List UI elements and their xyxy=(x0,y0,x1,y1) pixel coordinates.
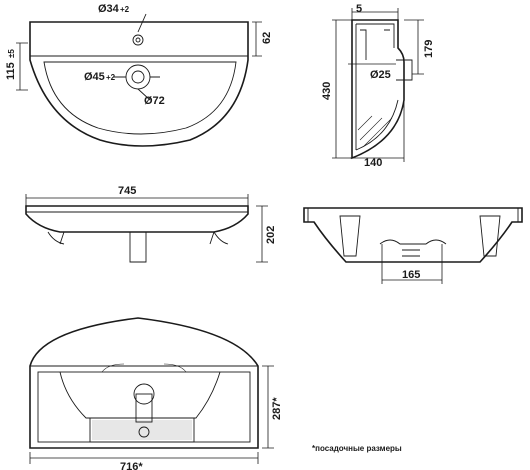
dim-side-depth: 179 xyxy=(423,40,435,58)
dim-side-width: 140 xyxy=(364,157,382,169)
top-view xyxy=(16,13,262,147)
dim-side-wall: 5 xyxy=(356,3,362,15)
dim-rim-depth: 62 xyxy=(261,32,273,44)
dim-side-drain: Ø25 xyxy=(370,69,391,81)
dim-hole-top: Ø34 xyxy=(98,3,120,15)
dim-side-height: 430 xyxy=(321,82,333,100)
dim-tap-offset: 115 xyxy=(5,62,17,80)
dim-front-width: 745 xyxy=(118,185,136,197)
dim-rear-span: 165 xyxy=(402,269,420,281)
footnote: *посадочные размеры xyxy=(312,444,402,453)
dim-bottom-width: 716* xyxy=(120,461,143,470)
side-view xyxy=(332,8,424,162)
dim-tap-offset-suffix: ±5 xyxy=(7,49,16,58)
rear-view xyxy=(303,207,523,284)
bottom-view xyxy=(29,317,274,464)
dim-bottom-depth: 287* xyxy=(271,397,283,420)
front-view xyxy=(25,194,268,263)
dim-drain-outer: Ø72 xyxy=(144,95,165,107)
dim-front-height: 202 xyxy=(265,226,277,244)
dim-drain: Ø45 xyxy=(84,71,105,83)
dim-drain-suffix: +2 xyxy=(106,73,116,82)
dim-hole-top-suffix: +2 xyxy=(120,5,130,14)
